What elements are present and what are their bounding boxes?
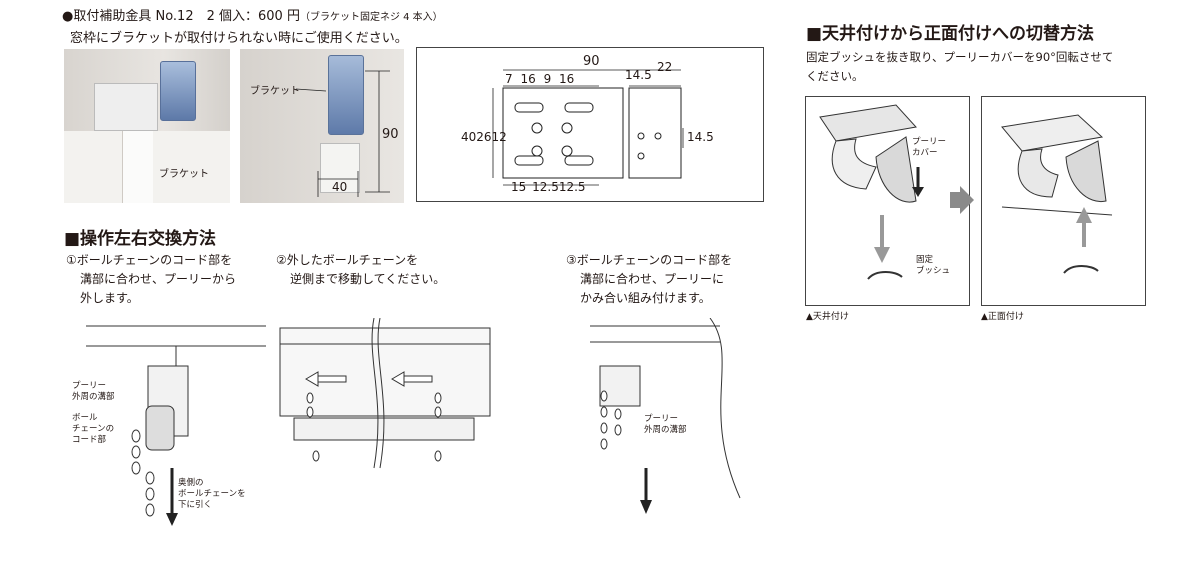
mount-front-figure — [981, 96, 1146, 306]
mount-title: ■天井付けから正面付けへの切替方法 — [806, 24, 1095, 44]
bracket-photo-1: ブラケット — [64, 49, 230, 203]
swap-step-3: ③ボールチェーンのコード部を 溝部に合わせ、プーリーに かみ合い組み付けます。 — [566, 253, 733, 305]
mount-description: 固定ブッシュを抜き取り、プーリーカバーを90°回転させてください。 — [806, 50, 1114, 83]
dim-left: 402612 — [461, 130, 507, 144]
dim-right: 14.5 — [687, 130, 714, 144]
dim-top: 7 16 9 16 — [505, 72, 575, 86]
bracket-dimension-drawing: 90 7 16 9 16 14.5 22 402612 14.5 15 12.5… — [416, 47, 764, 202]
bracket-title: ●取付補助金具 No.12 2 個入：600 円（ブラケット固定ネジ 4 本入） — [62, 9, 443, 24]
dim-right-top-1: 14.5 — [625, 68, 652, 82]
photo2-width-dim: 40 — [332, 180, 348, 194]
bracket-photo-2: ブラケット 90 40 — [240, 49, 404, 203]
swap-step-2: ②外したボールチェーンを 逆側まで移動してください。 — [276, 253, 446, 286]
photo2-bracket-label: ブラケット — [250, 86, 300, 97]
dim-bottom: 15 12.512.5 — [511, 180, 586, 194]
label-pulley-cover: プーリーカバー — [912, 137, 947, 158]
arrow-right-icon — [950, 186, 974, 214]
swap-title: ■操作左右交換方法 — [64, 229, 217, 249]
caption-front: ▲正面付け — [981, 312, 1024, 322]
swap-figure-1 — [86, 325, 266, 526]
label-fixing-bush: 固定ブッシュ — [916, 255, 951, 276]
fig3-label-groove: プーリー外周の溝部 — [644, 414, 687, 435]
swap-figure-2 — [279, 318, 491, 469]
dim-right-top-2: 22 — [657, 60, 673, 74]
dim-total-width: 90 — [583, 54, 600, 69]
photo2-height-dim: 90 — [382, 127, 399, 142]
fig1-label-pull: 奥側のボールチェーンを下に引く — [178, 478, 246, 510]
swap-step-1: ①ボールチェーンのコード部を 溝部に合わせ、プーリーから 外します。 — [66, 253, 237, 305]
fig1-label-groove: プーリー外周の溝部 — [72, 381, 115, 402]
bracket-description: 窓枠にブラケットが取付けられない時にご使用ください。 — [70, 31, 408, 46]
mount-ceiling-figure: プーリーカバー 固定ブッシュ — [805, 96, 970, 306]
photo1-bracket-label: ブラケット — [159, 169, 209, 180]
fig1-label-cord: ボールチェーンのコード部 — [72, 413, 115, 445]
caption-ceiling: ▲天井付け — [806, 312, 849, 322]
swap-figure-3 — [590, 318, 741, 514]
